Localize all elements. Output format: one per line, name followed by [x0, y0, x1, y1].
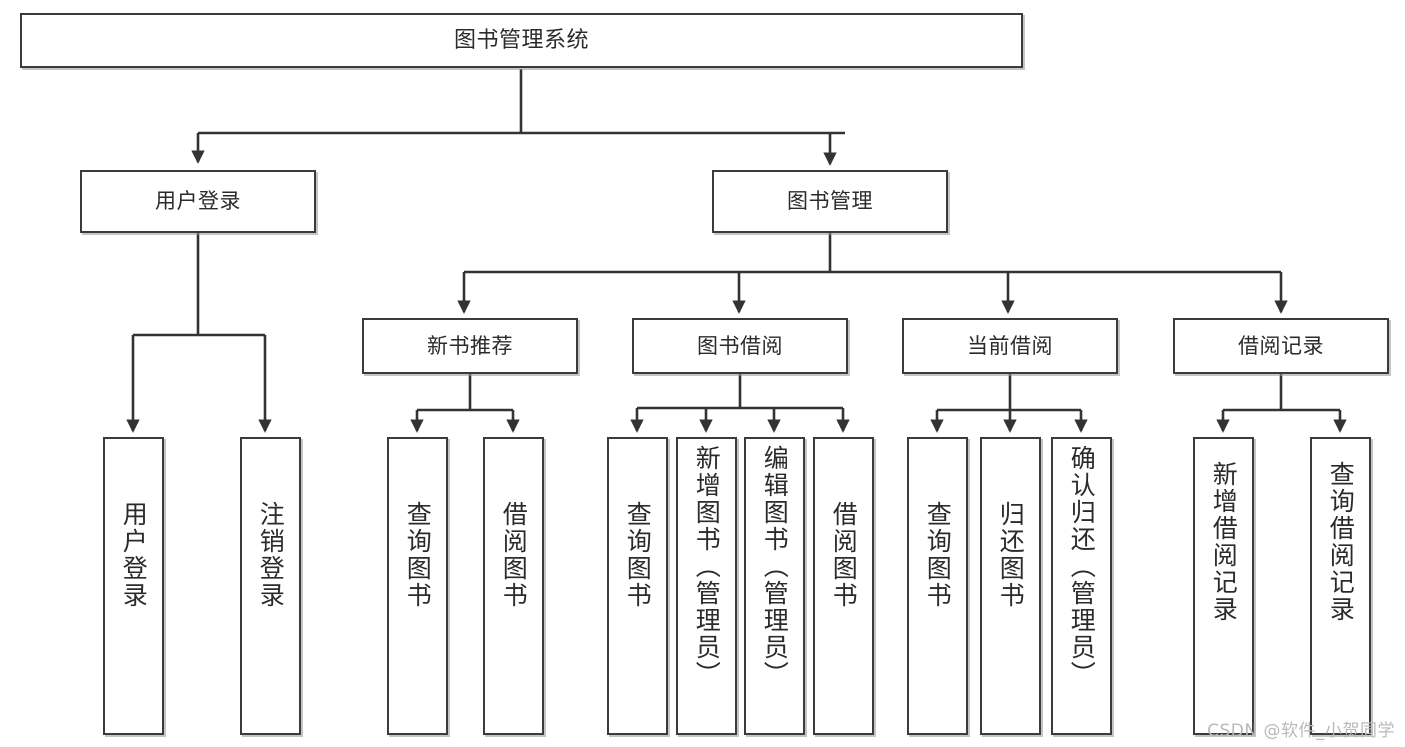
node-root-label: 图书管理系统	[453, 27, 589, 53]
node-borrow-record-label: 借阅记录	[1238, 333, 1324, 358]
leaf-user-login-label: 用户登录	[119, 501, 149, 609]
leaf-add-book-label: 新增图书（管理员）	[692, 445, 722, 688]
leaf-user-login[interactable]: 用户登录	[103, 437, 164, 735]
node-book-borrow-label: 图书借阅	[697, 333, 783, 358]
leaf-query-record-label: 查询借阅记录	[1326, 461, 1356, 623]
leaf-add-record-label: 新增借阅记录	[1209, 461, 1239, 623]
leaf-borrow-book-2-label: 借阅图书	[829, 501, 859, 609]
leaf-query-book-1-label: 查询图书	[403, 501, 433, 609]
leaf-query-book-2[interactable]: 查询图书	[607, 437, 668, 735]
leaf-edit-book-label: 编辑图书（管理员）	[760, 445, 790, 688]
leaf-query-book-3[interactable]: 查询图书	[907, 437, 968, 735]
node-book-borrow[interactable]: 图书借阅	[632, 318, 848, 374]
leaf-add-record[interactable]: 新增借阅记录	[1193, 437, 1254, 735]
leaf-edit-book[interactable]: 编辑图书（管理员）	[744, 437, 805, 735]
leaf-query-record[interactable]: 查询借阅记录	[1310, 437, 1371, 735]
leaf-borrow-book-2[interactable]: 借阅图书	[813, 437, 874, 735]
node-user-login[interactable]: 用户登录	[80, 170, 316, 233]
node-new-book-recommend[interactable]: 新书推荐	[362, 318, 578, 374]
node-current-borrow-label: 当前借阅	[967, 333, 1053, 358]
leaf-query-book-1[interactable]: 查询图书	[387, 437, 448, 735]
node-book-manage[interactable]: 图书管理	[712, 170, 948, 233]
leaf-borrow-book-1-label: 借阅图书	[499, 501, 529, 609]
leaf-borrow-book-1[interactable]: 借阅图书	[483, 437, 544, 735]
node-borrow-record[interactable]: 借阅记录	[1173, 318, 1389, 374]
node-book-manage-label: 图书管理	[787, 189, 873, 214]
csdn-watermark: CSDN @软件_小贺同学	[1207, 721, 1395, 741]
leaf-logout-login[interactable]: 注销登录	[240, 437, 301, 735]
node-new-book-recommend-label: 新书推荐	[427, 333, 513, 358]
leaf-confirm-return[interactable]: 确认归还（管理员）	[1051, 437, 1112, 735]
leaf-query-book-3-label: 查询图书	[923, 501, 953, 609]
node-current-borrow[interactable]: 当前借阅	[902, 318, 1118, 374]
leaf-add-book[interactable]: 新增图书（管理员）	[676, 437, 737, 735]
leaf-return-book[interactable]: 归还图书	[980, 437, 1041, 735]
leaf-query-book-2-label: 查询图书	[623, 501, 653, 609]
leaf-logout-login-label: 注销登录	[256, 501, 286, 609]
node-root[interactable]: 图书管理系统	[20, 13, 1023, 68]
leaf-confirm-return-label: 确认归还（管理员）	[1067, 445, 1097, 688]
leaf-return-book-label: 归还图书	[996, 501, 1026, 609]
node-user-login-label: 用户登录	[155, 189, 241, 214]
